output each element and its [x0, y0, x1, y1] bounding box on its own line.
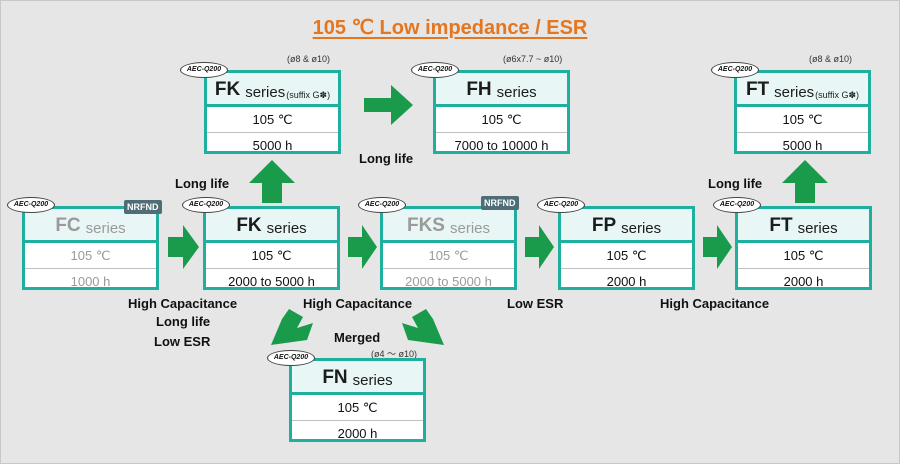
fp-header: FP series	[561, 209, 692, 243]
series-suffix: (suffix G✽)	[815, 90, 860, 100]
series-word: series	[85, 220, 126, 237]
lifetime: 5000 h	[737, 132, 868, 157]
temperature: 105 ℃	[782, 112, 823, 127]
label-long-life: Long life	[156, 314, 211, 329]
lifetime: 2000 to 5000 h	[383, 268, 514, 293]
temperature: 105 ℃	[783, 248, 824, 263]
series-code: FT	[745, 79, 770, 100]
label-low-esr: Low ESR	[154, 334, 211, 349]
fc-series-box: FC series 105 ℃ 1000 h	[22, 206, 159, 290]
lifetime: 2000 h	[738, 268, 869, 293]
series-code: FT	[769, 215, 793, 236]
series-word: series	[797, 220, 838, 237]
arrow-right-icon	[168, 225, 199, 269]
fn-diameter: (ø4 ～ ø10)	[371, 349, 418, 359]
series-word: series	[774, 84, 815, 101]
aec-q200-badge: AEC-Q200	[358, 197, 406, 213]
arrow-merge-icon	[402, 309, 444, 345]
aec-q200-badge: AEC-Q200	[537, 197, 585, 213]
diagram-title: 105 ℃ Low impedance / ESR	[312, 17, 588, 39]
lifetime: 2000 to 5000 h	[206, 268, 337, 293]
fk-series-box: FK series 105 ℃ 2000 to 5000 h	[203, 206, 340, 290]
fks-header: FKS series	[383, 209, 514, 243]
aec-q200-badge: AEC-Q200	[180, 62, 228, 78]
temperature: 105 ℃	[428, 248, 469, 263]
arrow-up-icon	[249, 160, 295, 203]
label-high-capacitance: High Capacitance	[303, 296, 413, 311]
fk-header: FK series	[206, 209, 337, 243]
temperature: 105 ℃	[70, 248, 111, 263]
series-code: FKS	[406, 215, 445, 236]
ft-top-series-box: FT series (suffix G✽) 105 ℃ 5000 h	[734, 70, 871, 154]
temperature: 105 ℃	[606, 248, 647, 263]
label-long-life: Long life	[359, 151, 414, 166]
series-code: FK	[236, 215, 262, 236]
arrow-up-icon	[782, 160, 828, 203]
nrfnd-tag: NRFND	[124, 200, 162, 214]
lifetime: 1000 h	[25, 268, 156, 293]
fn-header: FN series	[292, 361, 423, 395]
ft-top-header: FT series (suffix G✽)	[737, 73, 868, 107]
arrow-right-icon	[703, 225, 732, 269]
series-code: FN	[322, 367, 348, 388]
label-low-esr: Low ESR	[507, 296, 564, 311]
label-high-capacitance: High Capacitance	[128, 296, 238, 311]
fk-top-header: FK series (suffix G✽)	[207, 73, 338, 107]
label-long-life: Long life	[175, 176, 230, 191]
temperature: 105 ℃	[337, 400, 378, 415]
aec-q200-badge: AEC-Q200	[182, 197, 230, 213]
aec-q200-badge: AEC-Q200	[711, 62, 759, 78]
lifetime: 5000 h	[207, 132, 338, 157]
aec-q200-badge: AEC-Q200	[267, 350, 315, 366]
arrow-right-icon	[364, 85, 413, 125]
arrow-merge-icon	[271, 309, 313, 345]
fk-top-series-box: FK series (suffix G✽) 105 ℃ 5000 h	[204, 70, 341, 154]
series-suffix: (suffix G✽)	[286, 90, 331, 100]
fks-series-box: FKS series 105 ℃ 2000 to 5000 h	[380, 206, 517, 290]
ft-top-diameter: (ø8 & ø10)	[809, 54, 853, 64]
ft-header: FT series	[738, 209, 869, 243]
series-word: series	[496, 84, 537, 101]
temperature: 105 ℃	[481, 112, 522, 127]
lifetime: 7000 to 10000 h	[436, 132, 567, 157]
series-code: FK	[214, 79, 241, 100]
fh-diameter: (ø6x7.7 ~ ø10)	[503, 54, 563, 64]
fc-header: FC series	[25, 209, 156, 243]
fh-series-box: FH series 105 ℃ 7000 to 10000 h	[433, 70, 570, 154]
series-word: series	[266, 220, 307, 237]
aec-q200-badge: AEC-Q200	[713, 197, 761, 213]
series-word: series	[449, 220, 490, 237]
series-word: series	[245, 84, 286, 101]
temperature: 105 ℃	[252, 112, 293, 127]
label-merged: Merged	[334, 330, 381, 345]
series-word: series	[352, 372, 393, 389]
ft-series-box: FT series 105 ℃ 2000 h	[735, 206, 872, 290]
label-high-capacitance: High Capacitance	[660, 296, 770, 311]
arrow-right-icon	[525, 225, 554, 269]
nrfnd-tag: NRFND	[481, 196, 519, 210]
series-code: FP	[591, 215, 617, 236]
fp-series-box: FP series 105 ℃ 2000 h	[558, 206, 695, 290]
temperature: 105 ℃	[251, 248, 292, 263]
aec-q200-badge: AEC-Q200	[7, 197, 55, 213]
fk-top-diameter: (ø8 & ø10)	[287, 54, 331, 64]
arrow-right-icon	[348, 225, 377, 269]
fn-series-box: FN series 105 ℃ 2000 h	[289, 358, 426, 442]
series-code: FH	[466, 79, 492, 100]
fh-header: FH series	[436, 73, 567, 107]
aec-q200-badge: AEC-Q200	[411, 62, 459, 78]
lifetime: 2000 h	[561, 268, 692, 293]
series-code: FC	[55, 215, 81, 236]
label-long-life: Long life	[708, 176, 763, 191]
lifetime: 2000 h	[292, 420, 423, 445]
series-word: series	[621, 220, 662, 237]
